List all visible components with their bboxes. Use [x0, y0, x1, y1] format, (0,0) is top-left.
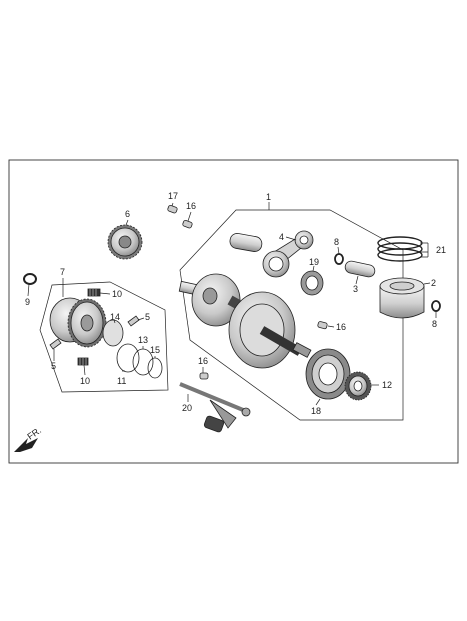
callout-18: 18 — [311, 406, 321, 416]
callout-21: 21 — [436, 245, 446, 255]
balancer-shaft-icon — [179, 382, 251, 433]
callout-12: 12 — [382, 380, 392, 390]
callout-8b: 8 — [432, 319, 437, 329]
spring-icon — [87, 288, 101, 297]
gear-assembly-icon — [49, 297, 107, 348]
callout-16c: 16 — [198, 356, 208, 366]
callout-5: 5 — [51, 361, 56, 371]
callout-15: 15 — [150, 345, 160, 355]
sprocket-icon — [344, 371, 372, 401]
crankshaft-icon — [178, 273, 312, 369]
bearing-icon — [300, 270, 324, 296]
woodruff-key-icon — [182, 219, 193, 229]
diagram-frame — [8, 159, 459, 464]
plate-icon — [102, 319, 124, 347]
callout-19: 19 — [309, 257, 319, 267]
piston-pin-icon — [344, 260, 376, 278]
connecting-rod-icon — [229, 230, 314, 278]
circlip-icon — [147, 357, 163, 379]
woodruff-key-icon — [167, 204, 178, 214]
callout-3: 3 — [353, 284, 358, 294]
woodruff-key-icon — [199, 372, 209, 380]
circlip-icon — [23, 273, 37, 285]
gear-icon — [107, 224, 143, 260]
leader-lines — [27, 202, 437, 406]
callout-9: 9 — [25, 297, 30, 307]
callout-20: 20 — [182, 403, 192, 413]
piston-icon — [379, 277, 425, 319]
callout-1: 1 — [266, 192, 271, 202]
pin-icon — [127, 315, 140, 327]
pin-icon — [49, 338, 62, 350]
washer-icon — [116, 343, 140, 373]
callout-5b: 5 — [145, 312, 150, 322]
callout-14: 14 — [110, 312, 120, 322]
circlip-icon — [431, 300, 441, 312]
callout-17: 17 — [168, 191, 178, 201]
callout-16: 16 — [186, 201, 196, 211]
woodruff-key-icon — [317, 321, 328, 330]
spring-icon — [77, 357, 89, 366]
callout-16b: 16 — [336, 322, 346, 332]
callout-4: 4 — [279, 232, 284, 242]
svg-text:FR.: FR. — [25, 425, 43, 442]
piston-ring-icon — [377, 236, 423, 262]
callout-10: 10 — [112, 289, 122, 299]
callout-13: 13 — [138, 335, 148, 345]
callout-7: 7 — [60, 267, 65, 277]
callout-10b: 10 — [80, 376, 90, 386]
circlip-icon — [334, 253, 344, 265]
gear-group-outline — [39, 281, 169, 393]
front-direction-arrow-icon: FR. — [14, 425, 43, 452]
callout-numbers: 1 2 3 4 5 5 6 7 8 8 9 10 10 11 12 13 14 … — [25, 191, 446, 416]
callout-8: 8 — [334, 237, 339, 247]
callout-6: 6 — [125, 209, 130, 219]
callout-2: 2 — [431, 278, 436, 288]
bearing-icon — [305, 348, 351, 400]
callout-11: 11 — [117, 376, 126, 386]
